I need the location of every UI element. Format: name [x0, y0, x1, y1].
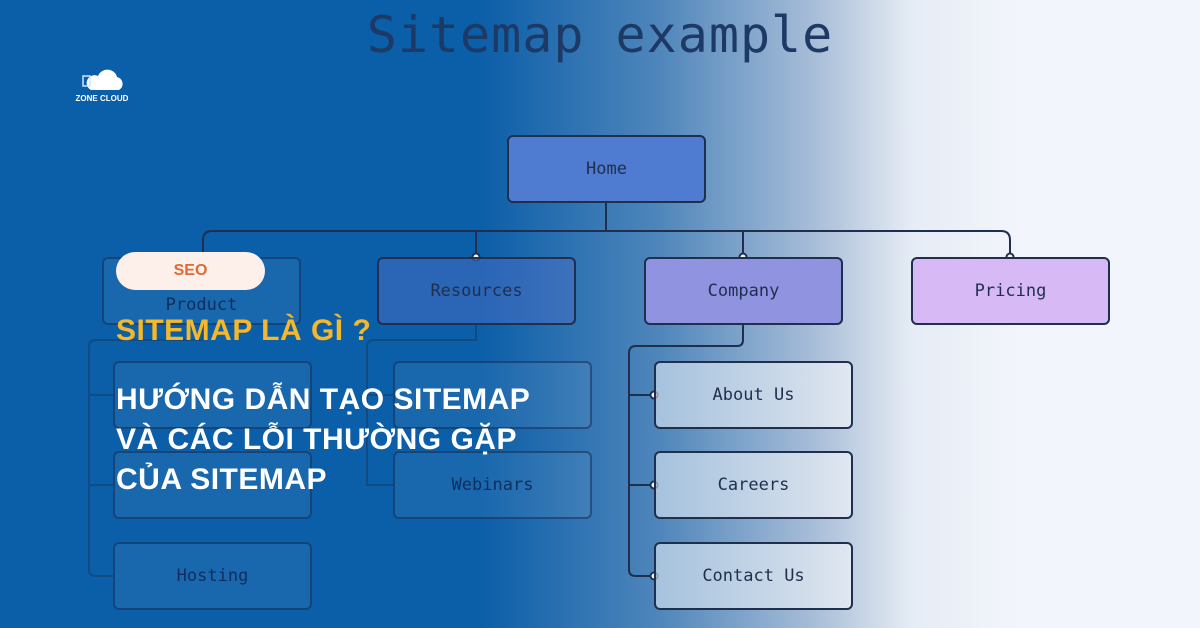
node-webinars: Webinars [393, 451, 592, 519]
node-product-child [113, 451, 312, 519]
node-product-child [113, 361, 312, 429]
subheadline-line: HƯỚNG DẪN TẠO SITEMAP [116, 383, 531, 416]
diagram-title: Sitemap example [366, 6, 834, 64]
subheadline-line: CỦA SITEMAP [116, 463, 328, 496]
subheadline-line: VÀ CÁC LỖI THƯỜNG GẶP [116, 423, 517, 456]
node-company: Company [644, 257, 843, 325]
node-home: Home [507, 135, 706, 203]
node-hosting: Hosting [113, 542, 312, 610]
zone-cloud-logo: ZONE CLOUD [72, 68, 132, 103]
logo-text: ZONE CLOUD [75, 94, 129, 103]
node-contact-us: Contact Us [654, 542, 853, 610]
headline: SITEMAP LÀ GÌ ? [116, 314, 372, 347]
cloud-icon [82, 69, 123, 90]
node-about-us: About Us [654, 361, 853, 429]
category-badge: SEO [116, 252, 265, 290]
node-resources: Resources [377, 257, 576, 325]
node-resources-child [393, 361, 592, 429]
node-pricing: Pricing [911, 257, 1110, 325]
node-careers: Careers [654, 451, 853, 519]
subheadline: HƯỚNG DẪN TẠO SITEMAP VÀ CÁC LỖI THƯỜNG … [116, 380, 530, 500]
